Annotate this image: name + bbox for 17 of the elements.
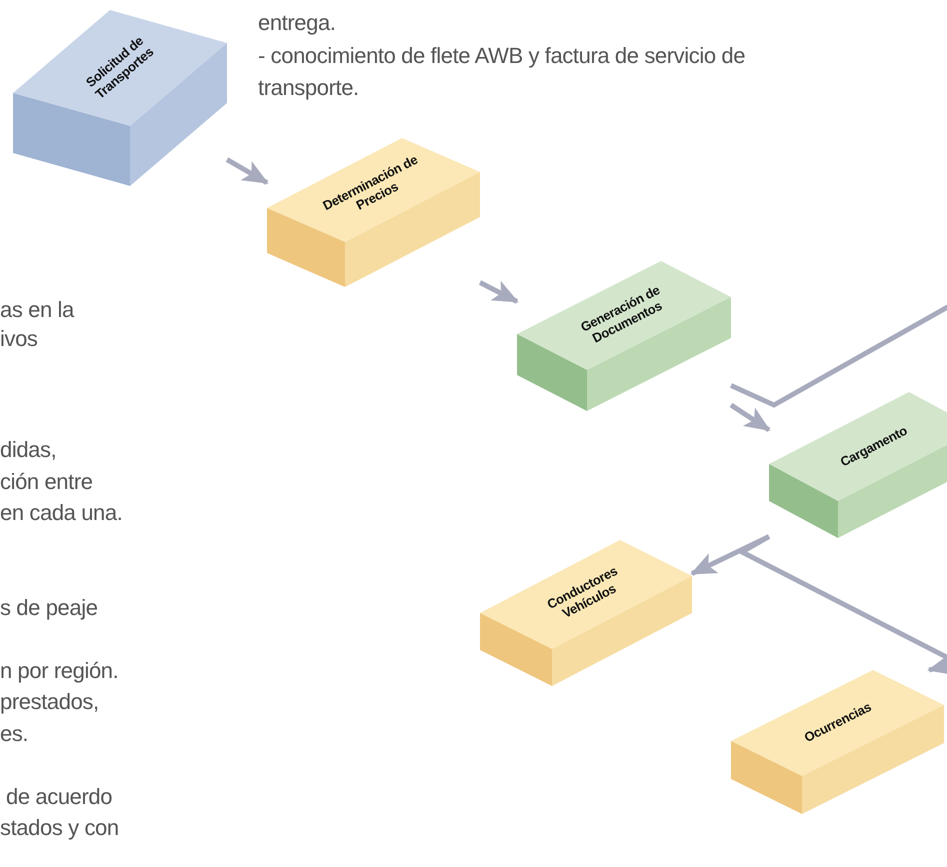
note-text: didas, bbox=[0, 436, 56, 464]
note-text: s de peaje bbox=[0, 594, 98, 622]
note-text: n por región. bbox=[0, 657, 118, 685]
note-text: de acuerdo bbox=[6, 783, 112, 811]
note-text: - conocimiento de flete AWB y factura de servicio de transporte. bbox=[258, 42, 746, 102]
arrow bbox=[730, 402, 771, 432]
note-text: entrega. bbox=[258, 9, 336, 37]
note-text: prestados, bbox=[0, 688, 99, 716]
note-text: stados y con bbox=[0, 814, 119, 842]
note-text: es. bbox=[0, 720, 28, 748]
arrow bbox=[736, 534, 947, 676]
arrow bbox=[478, 280, 519, 304]
arrow bbox=[226, 157, 269, 185]
note-text: ción entre bbox=[0, 468, 93, 496]
note-text: ivos bbox=[0, 325, 38, 353]
note-text: en cada una. bbox=[0, 499, 122, 527]
note-text: as en la bbox=[0, 296, 74, 324]
